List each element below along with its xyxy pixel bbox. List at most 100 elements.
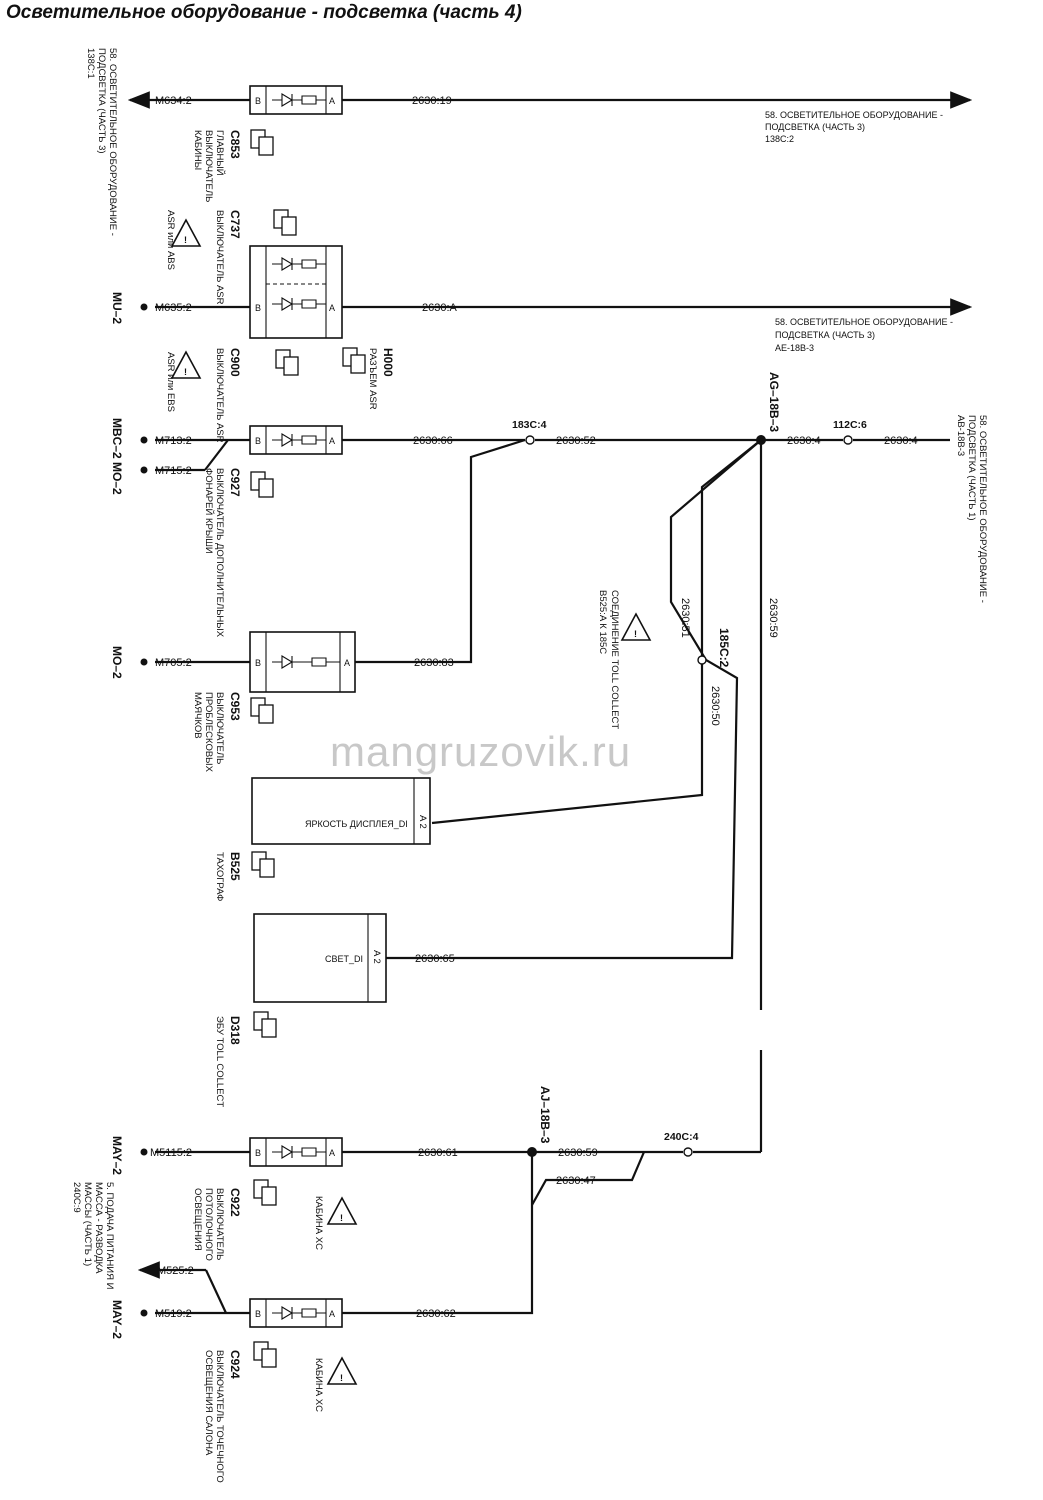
b525-signal: ЯРКОСТЬ ДИСПЛЕЯ_DI: [305, 819, 408, 829]
ground-m715-label: M715:2: [155, 465, 192, 477]
label-mo2: MO–2: [110, 646, 124, 679]
ref-bottom-3: МАССЫ (ЧАСТЬ 1): [82, 1182, 93, 1266]
svg-text:ВЫКЛЮЧАТЕЛЬ: ВЫКЛЮЧАТЕЛЬ: [214, 1188, 225, 1260]
svg-text:A: A: [329, 303, 335, 313]
svg-text:ФОНАРЕЙ КРЫШИ: ФОНАРЕЙ КРЫШИ: [203, 468, 215, 554]
wire-label-2630-61: 2630:61: [418, 1147, 458, 1159]
ref-bottom-1: 5. ПОДАЧА ПИТАНИЯ И: [104, 1182, 115, 1290]
wire-2630-51-65: [386, 439, 762, 960]
warning-cab-1: КАБИНА XC: [313, 1196, 324, 1250]
wire-label-2630-50: 2630:50: [709, 686, 721, 726]
svg-text:B: B: [255, 1148, 261, 1158]
warning-cab-2: КАБИНА XC: [313, 1358, 324, 1412]
switch-c927: B A: [249, 425, 343, 455]
label-may2-a: MAY–2: [110, 1136, 124, 1175]
switch-c922: B A: [249, 1137, 343, 1167]
connector-185c: [697, 655, 707, 665]
connector-112c-label: 112C:6: [833, 419, 867, 431]
ref-bottom-2: МАССА - РАЗВОДКА: [93, 1182, 104, 1274]
warning-asr-ebs: ASR или EBS: [165, 352, 176, 412]
ground-m519-label: M519:2: [155, 1308, 192, 1320]
pin-a: A: [329, 96, 335, 106]
warning-icon: !: [620, 612, 652, 641]
wire-label-2630-47: 2630:47: [556, 1175, 596, 1187]
svg-text:B: B: [255, 303, 261, 313]
ref-2-line2: ПОДСВЕТКА (ЧАСТЬ 3): [775, 330, 875, 340]
connector-240c: [683, 1147, 693, 1157]
wire-label-2630-83: 2630:83: [414, 657, 454, 669]
svg-text:ОСВЕЩЕНИЯ: ОСВЕЩЕНИЯ: [192, 1188, 203, 1251]
ground-m713-label: M713:2: [155, 435, 192, 447]
ref-top-left-1: 58. ОСВЕТИТЕЛЬНОЕ ОБОРУДОВАНИЕ -: [107, 48, 118, 236]
page-ref-icon: [250, 697, 274, 724]
wire-label-2630-52: 2630:52: [556, 435, 596, 447]
svg-text:ЭБУ TOLL COLLECT: ЭБУ TOLL COLLECT: [214, 1016, 225, 1107]
page-ref-icon: [250, 129, 274, 156]
wire-2630-47: [531, 1151, 646, 1206]
page-ref-icon: [342, 347, 366, 374]
wire-label-2630-4a: 2630:4: [787, 435, 821, 447]
svg-text:A 2: A 2: [417, 815, 428, 829]
svg-text:КАБИНЫ: КАБИНЫ: [192, 130, 203, 170]
page-ref-icon: [253, 1179, 277, 1206]
ref-top-left-2: ПОДСВЕТКА (ЧАСТЬ 3): [96, 48, 107, 154]
svg-text:A: A: [344, 658, 350, 668]
toll-note-2: B525:A К 185C: [597, 590, 608, 654]
wire-label-2630-a: 2630:A: [422, 302, 458, 314]
page-ref-icon: [275, 349, 299, 376]
svg-text:!: !: [184, 235, 187, 245]
wire-label-2630-4b: 2630:4: [884, 435, 918, 447]
svg-text:ОСВЕЩЕНИЯ САЛОНА: ОСВЕЩЕНИЯ САЛОНА: [203, 1350, 214, 1456]
ref-1-line3: 138C:2: [765, 134, 794, 144]
svg-text:РАЗЪЕМ ASR: РАЗЪЕМ ASR: [367, 348, 378, 410]
svg-text:B: B: [255, 658, 261, 668]
page-ref-icon: [273, 209, 297, 236]
svg-text:B: B: [255, 436, 261, 446]
ground-m634-label: M634:2: [155, 95, 192, 107]
ecu-d318: СВЕТ_DI: [253, 913, 387, 1003]
c924-id: C924: [228, 1350, 242, 1379]
ref-bottom-4: 240C:9: [71, 1182, 82, 1213]
svg-text:ТАХОГРАФ: ТАХОГРАФ: [214, 852, 225, 901]
c737-id: C737: [228, 210, 242, 239]
svg-text:!: !: [184, 367, 187, 377]
warning-asr-abs: ASR или ABS: [165, 210, 176, 270]
label-may2-b: MAY–2: [110, 1300, 124, 1339]
svg-text:ВЫКЛЮЧАТЕЛЬ: ВЫКЛЮЧАТЕЛЬ: [214, 692, 225, 764]
page-ref-icon: [250, 471, 274, 498]
ref-2-line1: 58. ОСВЕТИТЕЛЬНОЕ ОБОРУДОВАНИЕ -: [775, 317, 953, 327]
svg-text:!: !: [340, 1373, 343, 1383]
ground-m5115-label: M5115:2: [150, 1147, 192, 1159]
warning-icon: !: [170, 350, 202, 379]
connector-112c: [843, 435, 853, 445]
switch-c924: B A: [249, 1298, 343, 1328]
page-title: Осветительное оборудование - подсветка (…: [6, 2, 522, 23]
wire-label-2630-51: 2630:51: [679, 598, 691, 638]
svg-text:A: A: [329, 1309, 335, 1319]
svg-text:B: B: [255, 1309, 261, 1319]
ground-m525-label: M525:2: [157, 1265, 194, 1277]
wire-label-2630-19: 2630:19: [412, 95, 452, 107]
ref-1-line2: ПОДСВЕТКА (ЧАСТЬ 3): [765, 122, 865, 132]
ref-top-left-3: 138C:1: [85, 48, 96, 79]
svg-text:ВЫКЛЮЧАТЕЛЬ ДОПОЛНИТЕЛЬНЫХ: ВЫКЛЮЧАТЕЛЬ ДОПОЛНИТЕЛЬНЫХ: [214, 468, 225, 638]
connector-185c-label: 185C:2: [717, 628, 731, 668]
splice-aj-label: AJ–18B–3: [538, 1086, 552, 1144]
svg-text:ВЫКЛЮЧАТЕЛЬ ASR: ВЫКЛЮЧАТЕЛЬ ASR: [214, 348, 225, 443]
c922-id: C922: [228, 1188, 242, 1217]
c853-id: C853: [228, 130, 242, 159]
page-ref-icon: [253, 1011, 277, 1038]
svg-text:!: !: [634, 629, 637, 639]
svg-text:A 2: A 2: [371, 950, 382, 964]
warning-icon: !: [326, 1356, 358, 1385]
connector-240c-label: 240C:4: [664, 1131, 699, 1143]
warning-icon: !: [326, 1196, 358, 1225]
ref-right-3: AB-18B-3: [955, 415, 966, 456]
connector-183c-label: 183C:4: [512, 419, 547, 431]
page-ref-icon: [253, 1341, 277, 1368]
wire-2630-83: [342, 438, 526, 664]
ref-right-1: 58. ОСВЕТИТЕЛЬНОЕ ОБОРУДОВАНИЕ -: [977, 415, 988, 603]
ground-m705-label: M705:2: [155, 657, 192, 669]
svg-text:A: A: [329, 1148, 335, 1158]
